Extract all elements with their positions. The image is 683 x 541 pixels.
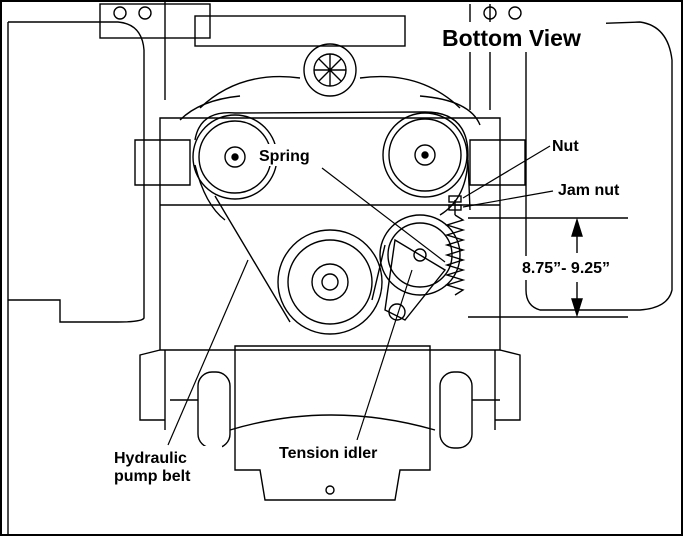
top-left-frame	[99, 3, 211, 39]
engine-clutch-bore	[321, 273, 339, 291]
spring-label: Spring	[259, 148, 310, 165]
hydraulic-label-bg	[112, 446, 222, 488]
nut-leader	[462, 145, 551, 199]
dimension-label-bg	[517, 256, 642, 280]
machine-drawing	[7, 2, 673, 536]
belt-guard-housing	[234, 345, 431, 501]
jam-nut-hex	[448, 204, 462, 211]
tension-idler-leader	[356, 269, 413, 441]
hydraulic-hoses	[199, 75, 461, 109]
engine-clutch-pulley	[277, 229, 383, 335]
belt-right-run	[467, 159, 471, 211]
guard-curve	[229, 414, 436, 431]
bolt-tl-1	[113, 6, 127, 20]
right-caster-wheel	[439, 371, 473, 449]
cooling-fan-spokes	[314, 54, 346, 86]
cooling-fan	[303, 43, 357, 97]
deck-side-skirts	[139, 349, 521, 421]
left-pump-hub	[224, 146, 246, 168]
dimension-label: 8.75”- 9.25”	[522, 260, 610, 277]
hydraulic-hoses-lower	[179, 95, 481, 126]
engine-clutch-hub	[311, 263, 349, 301]
dimension-arrow-up	[571, 217, 583, 237]
left-caster-wheel	[197, 371, 231, 449]
guard-bolt	[325, 485, 335, 495]
spring-leader	[321, 167, 446, 263]
engine-clutch-ring	[287, 239, 373, 325]
view-title: Bottom View	[442, 25, 581, 51]
right-bracket	[469, 139, 526, 186]
left-pump-shaft	[231, 153, 239, 161]
nut-hex	[448, 195, 462, 203]
hydraulic-label-line2: pump belt	[114, 468, 191, 485]
tension-idler-label-bg	[276, 440, 412, 464]
left-bracket	[134, 139, 191, 186]
right-pump-pulley-groove	[388, 118, 462, 192]
nut-label: Nut	[552, 138, 579, 155]
tension-idler-label: Tension idler	[279, 445, 377, 462]
jam-nut-label: Jam nut	[558, 182, 620, 199]
right-pump-hub	[414, 144, 436, 166]
hydraulic-belt-leader	[167, 259, 249, 446]
left-tire	[8, 21, 145, 323]
idler-arm	[384, 238, 447, 321]
hydraulic-pump-belt	[194, 111, 469, 323]
leader-lines	[167, 145, 554, 446]
right-pump-shaft	[421, 151, 429, 159]
tension-idler-hub	[413, 248, 427, 262]
tension-spring	[444, 214, 466, 296]
bolt-tr-2	[508, 6, 522, 20]
tension-idler-pulley	[379, 214, 461, 296]
hydraulic-label-line1: Hydraulic	[114, 450, 187, 467]
idler-arm-pivot	[388, 303, 406, 321]
top-cross-frame	[194, 15, 406, 47]
bolt-tr-1	[483, 6, 497, 20]
jam-nut-leader	[462, 190, 554, 208]
dimension-arrow-down	[571, 298, 583, 318]
spring-label-bg	[256, 144, 322, 166]
tension-idler-groove	[387, 222, 453, 288]
bolt-tl-2	[138, 6, 152, 20]
right-pump-pulley	[382, 112, 468, 198]
right-tire	[525, 21, 673, 311]
dimension-marker	[468, 217, 628, 318]
view-title-bg	[438, 22, 606, 52]
